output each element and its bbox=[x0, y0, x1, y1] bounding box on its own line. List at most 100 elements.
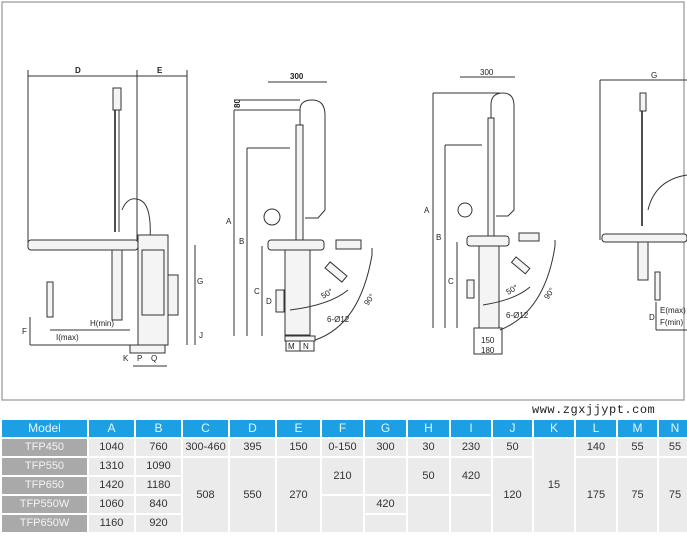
table-row: TFP450 1040 760 300-460 395 150 0-150 30… bbox=[2, 439, 687, 532]
dim-D4-label: D bbox=[649, 313, 655, 322]
cell-f: 0-150 bbox=[322, 439, 363, 456]
dim-G4-label: G bbox=[651, 71, 657, 80]
dim-Emax-label: E(max) bbox=[660, 306, 686, 315]
cell-a: 1040 bbox=[89, 439, 134, 456]
header-c: C bbox=[183, 420, 228, 437]
cell-n-merged: 75 bbox=[659, 458, 687, 532]
table-row: TFP550 1310 1090 508 550 270 210 50 420 … bbox=[2, 458, 687, 532]
dim-J-label: J bbox=[199, 331, 203, 340]
dim-E-label: E bbox=[157, 66, 163, 75]
top-view: G D E(max) F(min) bbox=[599, 71, 687, 331]
cell-h: 30 bbox=[408, 439, 449, 456]
model-cell: TFP650 bbox=[2, 477, 87, 494]
dim-D-label: D bbox=[75, 66, 81, 75]
dim-G-label: G bbox=[197, 277, 203, 286]
dim-H-label: H(min) bbox=[90, 319, 114, 328]
dim-A-label: A bbox=[226, 217, 232, 226]
header-h: H bbox=[408, 420, 449, 437]
cell-k-merged: 15 bbox=[534, 439, 574, 532]
cell-d-merged: 550 bbox=[230, 458, 275, 532]
dim-D2-label: D bbox=[266, 297, 272, 306]
header-f: F bbox=[322, 420, 363, 437]
cell-b: 840 bbox=[136, 496, 181, 513]
header-b: B bbox=[136, 420, 181, 437]
cell-h-merged: 50 bbox=[408, 458, 449, 494]
header-n: N bbox=[659, 420, 687, 437]
header-model: Model bbox=[2, 420, 87, 437]
hole-b-label: 6-Ø12 bbox=[506, 311, 529, 320]
technical-drawing: D E F G I(max) H(min) J K P Q 300 80 A B… bbox=[1, 1, 687, 401]
hole-label: 6-Ø12 bbox=[327, 315, 350, 324]
header-e: E bbox=[277, 420, 320, 437]
drawing-svg: D E F G I(max) H(min) J K P Q 300 80 A B… bbox=[1, 1, 687, 401]
drawing-frame bbox=[1, 1, 685, 401]
front-view: 300 80 A B C D 50° 90° 6-Ø12 M N bbox=[226, 72, 377, 352]
cell-b: 760 bbox=[136, 439, 181, 456]
dim-B3-label: B bbox=[436, 233, 441, 242]
cell-i-merged: 420 bbox=[451, 458, 491, 494]
dim-C-label: C bbox=[254, 287, 260, 296]
dim-180-label: 180 bbox=[481, 346, 495, 355]
cell-b: 1090 bbox=[136, 458, 181, 475]
model-cell: TFP450 bbox=[2, 439, 87, 456]
watermark: www.zgxjjypt.com bbox=[532, 403, 656, 417]
cell-g-merged: 420 bbox=[365, 496, 406, 513]
cell-g: 300 bbox=[365, 439, 406, 456]
table-row: TFP650W 1160 920 bbox=[2, 515, 687, 532]
dim-Q-label: Q bbox=[151, 354, 157, 363]
header-k: K bbox=[534, 420, 574, 437]
cell-a: 1310 bbox=[89, 458, 134, 475]
header-d: D bbox=[230, 420, 275, 437]
cell-l: 140 bbox=[576, 439, 616, 456]
model-cell: TFP550 bbox=[2, 458, 87, 475]
dim-K-label: K bbox=[123, 354, 129, 363]
header-g: G bbox=[365, 420, 406, 437]
cell-a: 1060 bbox=[89, 496, 134, 513]
cell-e-merged: 270 bbox=[277, 458, 320, 532]
cell-i-blank bbox=[451, 496, 491, 532]
cell-b: 1180 bbox=[136, 477, 181, 494]
cell-e: 150 bbox=[277, 439, 320, 456]
header-i: I bbox=[451, 420, 491, 437]
table-row: TFP550W 1060 840 420 bbox=[2, 496, 687, 532]
header-a: A bbox=[89, 420, 134, 437]
dim-A3-label: A bbox=[424, 206, 430, 215]
cell-c: 300-460 bbox=[183, 439, 228, 456]
cell-i: 230 bbox=[451, 439, 491, 456]
dim-I-label: I(max) bbox=[56, 333, 79, 342]
dim-80-label: 80 bbox=[233, 99, 242, 108]
side-view: D E F G I(max) H(min) J K P Q bbox=[22, 66, 203, 367]
cell-g-blank bbox=[365, 515, 406, 532]
cell-j-merged: 120 bbox=[493, 458, 532, 532]
dim-N-label: N bbox=[303, 342, 309, 351]
cell-m: 55 bbox=[618, 439, 657, 456]
cell-n: 55 bbox=[659, 439, 687, 456]
table-row: TFP650 1420 1180 bbox=[2, 477, 687, 494]
model-cell: TFP650W bbox=[2, 515, 87, 532]
table-header-row: Model A B C D E F G H I J K L M N bbox=[2, 420, 687, 437]
dim-C3-label: C bbox=[448, 277, 454, 286]
cell-j: 50 bbox=[493, 439, 532, 456]
dim-300b-label: 300 bbox=[480, 68, 494, 77]
cell-m-merged: 75 bbox=[618, 458, 657, 532]
cell-b: 920 bbox=[136, 515, 181, 532]
model-cell: TFP550W bbox=[2, 496, 87, 513]
dim-Fmin-label: F(min) bbox=[660, 318, 683, 327]
cell-d: 395 bbox=[230, 439, 275, 456]
dim-F-label: F bbox=[22, 327, 27, 336]
header-j: J bbox=[493, 420, 532, 437]
dim-150-label: 150 bbox=[481, 336, 495, 345]
cell-c-merged: 508 bbox=[183, 458, 228, 532]
cell-f-merged: 210 bbox=[322, 458, 363, 494]
cell-a: 1160 bbox=[89, 515, 134, 532]
header-l: L bbox=[576, 420, 616, 437]
dim-P-label: P bbox=[137, 354, 142, 363]
header-m: M bbox=[618, 420, 657, 437]
dim-M-label: M bbox=[288, 342, 295, 351]
dim-300-label: 300 bbox=[290, 72, 304, 81]
cell-h-blank bbox=[408, 496, 449, 532]
dim-B-label: B bbox=[239, 237, 244, 246]
cell-g-blank bbox=[365, 458, 406, 494]
cell-a: 1420 bbox=[89, 477, 134, 494]
front-view-2: 300 A B C 50° 90° 6-Ø12 150 180 bbox=[424, 68, 557, 355]
